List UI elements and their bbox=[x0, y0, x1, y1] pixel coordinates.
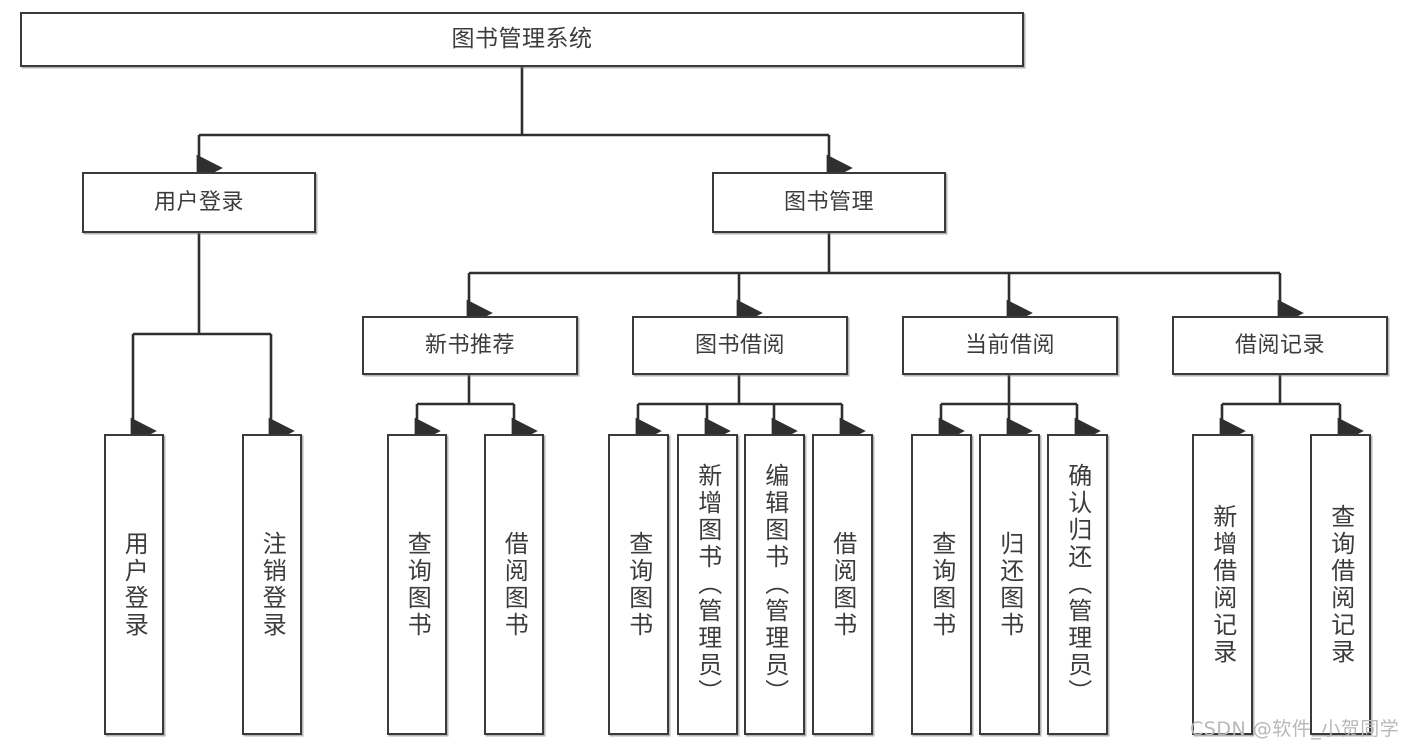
node-book-manage-label: 图书管理 bbox=[783, 189, 874, 215]
node-book-manage[interactable]: 图书管理 bbox=[712, 172, 946, 233]
leaf-current-borrow-3[interactable]: 确认归还（管理员） bbox=[1047, 434, 1108, 735]
leaf-book-borrow-3[interactable]: 编辑图书（管理员） bbox=[744, 434, 805, 735]
node-root-label: 图书管理系统 bbox=[451, 25, 593, 52]
leaf-book-borrow-2-label: 新增图书（管理员） bbox=[693, 463, 722, 706]
leaf-current-borrow-1-label: 查询图书 bbox=[927, 530, 956, 639]
node-book-borrow[interactable]: 图书借阅 bbox=[632, 316, 848, 375]
leaf-new-book-2[interactable]: 借阅图书 bbox=[484, 434, 544, 735]
node-user-login[interactable]: 用户登录 bbox=[82, 172, 316, 233]
node-borrow-record[interactable]: 借阅记录 bbox=[1172, 316, 1388, 375]
csdn-watermark: CSDN @软件_小贺同学 bbox=[1190, 718, 1400, 740]
leaf-book-borrow-4-label: 借阅图书 bbox=[828, 530, 857, 639]
node-root[interactable]: 图书管理系统 bbox=[20, 12, 1024, 67]
leaf-book-borrow-2[interactable]: 新增图书（管理员） bbox=[677, 434, 738, 735]
leaf-borrow-record-2-label: 查询借阅记录 bbox=[1326, 503, 1355, 666]
leaf-book-borrow-3-label: 编辑图书（管理员） bbox=[760, 463, 789, 706]
leaf-current-borrow-1[interactable]: 查询图书 bbox=[911, 434, 972, 735]
node-user-login-label: 用户登录 bbox=[153, 189, 244, 215]
leaf-current-borrow-2[interactable]: 归还图书 bbox=[979, 434, 1040, 735]
leaf-book-borrow-4[interactable]: 借阅图书 bbox=[812, 434, 873, 735]
node-borrow-record-label: 借阅记录 bbox=[1234, 332, 1325, 358]
node-new-book-recommend[interactable]: 新书推荐 bbox=[362, 316, 578, 375]
leaf-new-book-2-label: 借阅图书 bbox=[500, 530, 529, 639]
leaf-borrow-record-1[interactable]: 新增借阅记录 bbox=[1192, 434, 1253, 735]
leaf-book-borrow-1-label: 查询图书 bbox=[624, 530, 653, 639]
leaf-current-borrow-2-label: 归还图书 bbox=[995, 530, 1024, 639]
leaf-new-book-1[interactable]: 查询图书 bbox=[387, 434, 447, 735]
leaf-borrow-record-2[interactable]: 查询借阅记录 bbox=[1310, 434, 1371, 735]
node-current-borrow[interactable]: 当前借阅 bbox=[902, 316, 1118, 375]
leaf-user-login-1[interactable]: 用户登录 bbox=[104, 434, 164, 735]
leaf-borrow-record-1-label: 新增借阅记录 bbox=[1208, 503, 1237, 666]
leaf-book-borrow-1[interactable]: 查询图书 bbox=[608, 434, 669, 735]
leaf-user-login-1-label: 用户登录 bbox=[120, 530, 149, 639]
leaf-user-login-2-label: 注销登录 bbox=[258, 530, 287, 639]
node-current-borrow-label: 当前借阅 bbox=[964, 332, 1055, 358]
node-new-book-recommend-label: 新书推荐 bbox=[424, 332, 515, 358]
leaf-current-borrow-3-label: 确认归还（管理员） bbox=[1063, 463, 1092, 706]
leaf-new-book-1-label: 查询图书 bbox=[403, 530, 432, 639]
node-book-borrow-label: 图书借阅 bbox=[694, 332, 785, 358]
leaf-user-login-2[interactable]: 注销登录 bbox=[242, 434, 302, 735]
